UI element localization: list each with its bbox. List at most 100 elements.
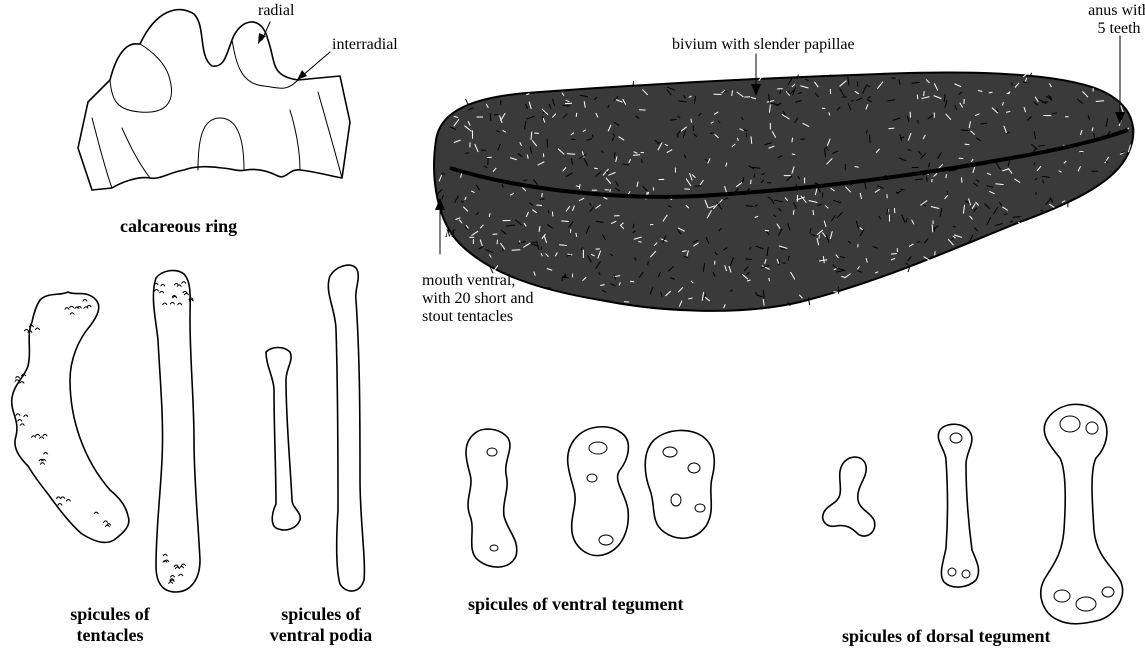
papilla-stroke: [917, 242, 920, 243]
papilla-stroke: [648, 261, 649, 265]
podia-spicule-long: [328, 265, 364, 591]
anus-label-line1: anus with: [1074, 2, 1145, 20]
tubercle-mark: [77, 307, 81, 309]
tubercle-mark: [169, 582, 173, 584]
tubercle-mark: [15, 380, 19, 382]
papilla-stroke: [1012, 83, 1013, 86]
spicule-perforation: [490, 545, 498, 551]
tubercle-mark: [24, 415, 28, 417]
caption-ventral-podia-line1: spicules of: [256, 604, 386, 625]
tubercle-mark: [35, 328, 39, 330]
papilla-stroke: [543, 153, 544, 157]
papilla-stroke: [630, 281, 634, 282]
mouth-label-line2: with 20 short and: [422, 290, 534, 308]
papilla-stroke: [870, 135, 871, 144]
papilla-stroke: [1018, 222, 1024, 226]
tubercle-mark: [180, 566, 184, 568]
caption-spicules-tentacles: spicules of tentacles: [55, 604, 165, 646]
spicules-ventral-podia-drawing: [266, 265, 364, 591]
papilla-stroke: [561, 221, 568, 222]
spicule-perforation: [671, 494, 681, 506]
mouth-label: mouth ventral, with 20 short and stout t…: [422, 272, 534, 326]
tubercle-mark: [174, 283, 178, 285]
tubercle-mark: [70, 313, 74, 315]
tubercle-mark: [40, 463, 44, 465]
tubercle-mark: [84, 307, 88, 309]
tentacle-spicule-curved: [12, 292, 129, 542]
papilla-stroke: [833, 292, 838, 293]
body-silhouette: [434, 73, 1133, 311]
dorsal-tegument-spicule-medium: [938, 424, 978, 587]
mouth-label-line1: mouth ventral,: [422, 272, 534, 290]
spicules-tentacles-drawing: [12, 271, 200, 592]
papilla-stroke: [745, 259, 752, 260]
papilla-stroke: [793, 210, 794, 215]
tubercle-mark: [154, 283, 158, 285]
papilla-stroke: [888, 128, 894, 129]
tubercle-mark: [175, 567, 179, 569]
spicule-perforation: [688, 463, 700, 473]
papilla-stroke: [650, 224, 653, 225]
papilla-stroke: [633, 81, 634, 87]
tubercle-mark: [105, 525, 109, 527]
ring-outline: [78, 10, 350, 190]
tubercle-mark: [174, 565, 178, 567]
dorsal-tegument-spicule-small: [823, 457, 875, 536]
tubercle-mark: [83, 300, 87, 302]
papilla-stroke: [792, 138, 793, 143]
tubercle-mark: [61, 497, 65, 499]
papilla-stroke: [1013, 217, 1021, 218]
tubercle-mark: [70, 306, 74, 308]
tubercle-mark: [155, 290, 159, 292]
papilla-stroke: [552, 212, 553, 217]
spicules-dorsal-tegument-drawing: [823, 404, 1123, 624]
tubercle-mark: [181, 564, 185, 566]
spicule-perforation: [950, 433, 962, 443]
tubercle-mark: [184, 293, 188, 295]
podia-spicule-short: [266, 348, 300, 530]
caption-tentacles-line2: tentacles: [55, 625, 165, 646]
papilla-stroke: [691, 119, 692, 123]
tubercle-mark: [87, 305, 91, 307]
caption-ventral-podia-line2: ventral podia: [256, 625, 386, 646]
caption-spicules-dorsal-tegument: spicules of dorsal tegument: [842, 626, 1051, 647]
interradial-pointer: [302, 52, 330, 76]
papilla-stroke: [792, 154, 795, 155]
spicule-perforation: [1102, 587, 1114, 597]
spicule-perforation: [1086, 422, 1098, 434]
tubercle-mark: [183, 291, 187, 293]
tubercle-mark: [182, 282, 186, 284]
papilla-stroke: [542, 193, 543, 197]
ventral-tegument-spicule-1: [466, 429, 517, 567]
interradial-label: interradial: [332, 36, 398, 54]
papilla-stroke: [633, 155, 640, 156]
spicule-perforation: [487, 448, 497, 456]
ring-inner-arch: [198, 118, 244, 170]
papilla-stroke: [466, 153, 470, 154]
caption-spicules-ventral-podia: spicules of ventral podia: [256, 604, 386, 646]
tubercle-mark: [18, 419, 22, 421]
tubercle-mark: [163, 303, 167, 305]
tubercle-mark: [16, 414, 20, 416]
tubercle-mark: [20, 382, 24, 384]
dorsal-tegument-spicule-large: [1041, 404, 1123, 624]
papilla-stroke: [857, 82, 858, 87]
spicule-perforation: [589, 442, 607, 454]
radial-label: radial: [258, 2, 294, 20]
spicule-perforation: [1060, 416, 1080, 432]
tubercle-mark: [40, 437, 44, 439]
tubercle-mark: [43, 434, 47, 436]
tubercle-mark: [160, 291, 164, 293]
tubercle-mark: [94, 512, 98, 514]
tubercle-mark: [170, 580, 174, 582]
papilla-stroke: [927, 177, 928, 182]
ventral-tegument-perforations: [487, 442, 705, 551]
tubercle-mark: [16, 376, 20, 378]
papilla-stroke: [965, 144, 970, 145]
tubercle-mark: [163, 554, 167, 556]
tubercle-mark: [104, 521, 108, 523]
tubercle-mark: [65, 308, 69, 310]
tubercle-mark: [24, 329, 28, 331]
ring-groove-4: [318, 92, 342, 178]
